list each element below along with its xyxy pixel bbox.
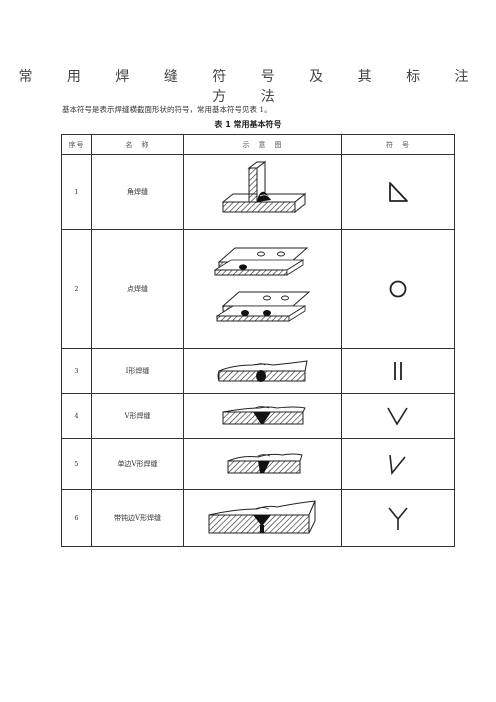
intro-paragraph: 基本符号是表示焊缝横截面形状的符号，常用基本符号见表 1。 [62, 105, 272, 114]
weld-symbol-table: 序号 名 称 示 意 图 符 号 1 角焊缝 [61, 134, 455, 547]
i-groove-symbol-icon [394, 362, 402, 380]
row-number: 2 [61, 229, 92, 349]
header-diagram: 示 意 图 [183, 134, 342, 155]
table-caption: 表 1 常用基本符号 [214, 120, 282, 129]
spot-weld-symbol-icon [389, 280, 407, 298]
header-symbol: 符 号 [341, 134, 455, 155]
row-name: 点焊缝 [91, 229, 184, 349]
row-name: Ⅰ形焊缝 [91, 348, 184, 394]
fillet-weld-figure [221, 161, 306, 214]
single-bevel-symbol-icon [389, 454, 406, 475]
row-number: 5 [61, 438, 92, 490]
table-row: 5 单边V形焊缝 [61, 438, 455, 490]
table-row: 6 带钝边V形焊缝 [61, 489, 455, 547]
v-groove-symbol-icon [387, 407, 408, 426]
single-bevel-weld-figure [227, 453, 303, 474]
header-seq: 序号 [61, 134, 92, 155]
table-row: 3 Ⅰ形焊缝 [61, 348, 455, 394]
table-row: 2 点焊缝 [61, 229, 455, 349]
i-groove-weld-figure [217, 360, 308, 382]
row-number: 1 [61, 154, 92, 230]
table-row: 4 V形焊缝 [61, 393, 455, 439]
row-name: 带钝边V形焊缝 [91, 489, 184, 547]
row-number: 6 [61, 489, 92, 547]
spot-weld-figure [213, 247, 310, 322]
row-name: 角焊缝 [91, 154, 184, 230]
row-number: 4 [61, 393, 92, 439]
row-name: 单边V形焊缝 [91, 438, 184, 490]
row-name: V形焊缝 [91, 393, 184, 439]
document-title: 常 用 焊 缝 符 号 及 其 标 注 方 法 [18, 69, 484, 105]
fillet-weld-symbol-icon [389, 182, 408, 202]
header-name: 名 称 [91, 134, 184, 155]
row-number: 3 [61, 348, 92, 394]
table-row: 1 角焊缝 [61, 154, 455, 230]
v-groove-weld-figure [222, 406, 306, 425]
table-header-row: 序号 名 称 示 意 图 符 号 [61, 134, 455, 155]
v-root-face-symbol-icon [388, 507, 408, 530]
v-root-face-weld-figure [208, 500, 316, 534]
